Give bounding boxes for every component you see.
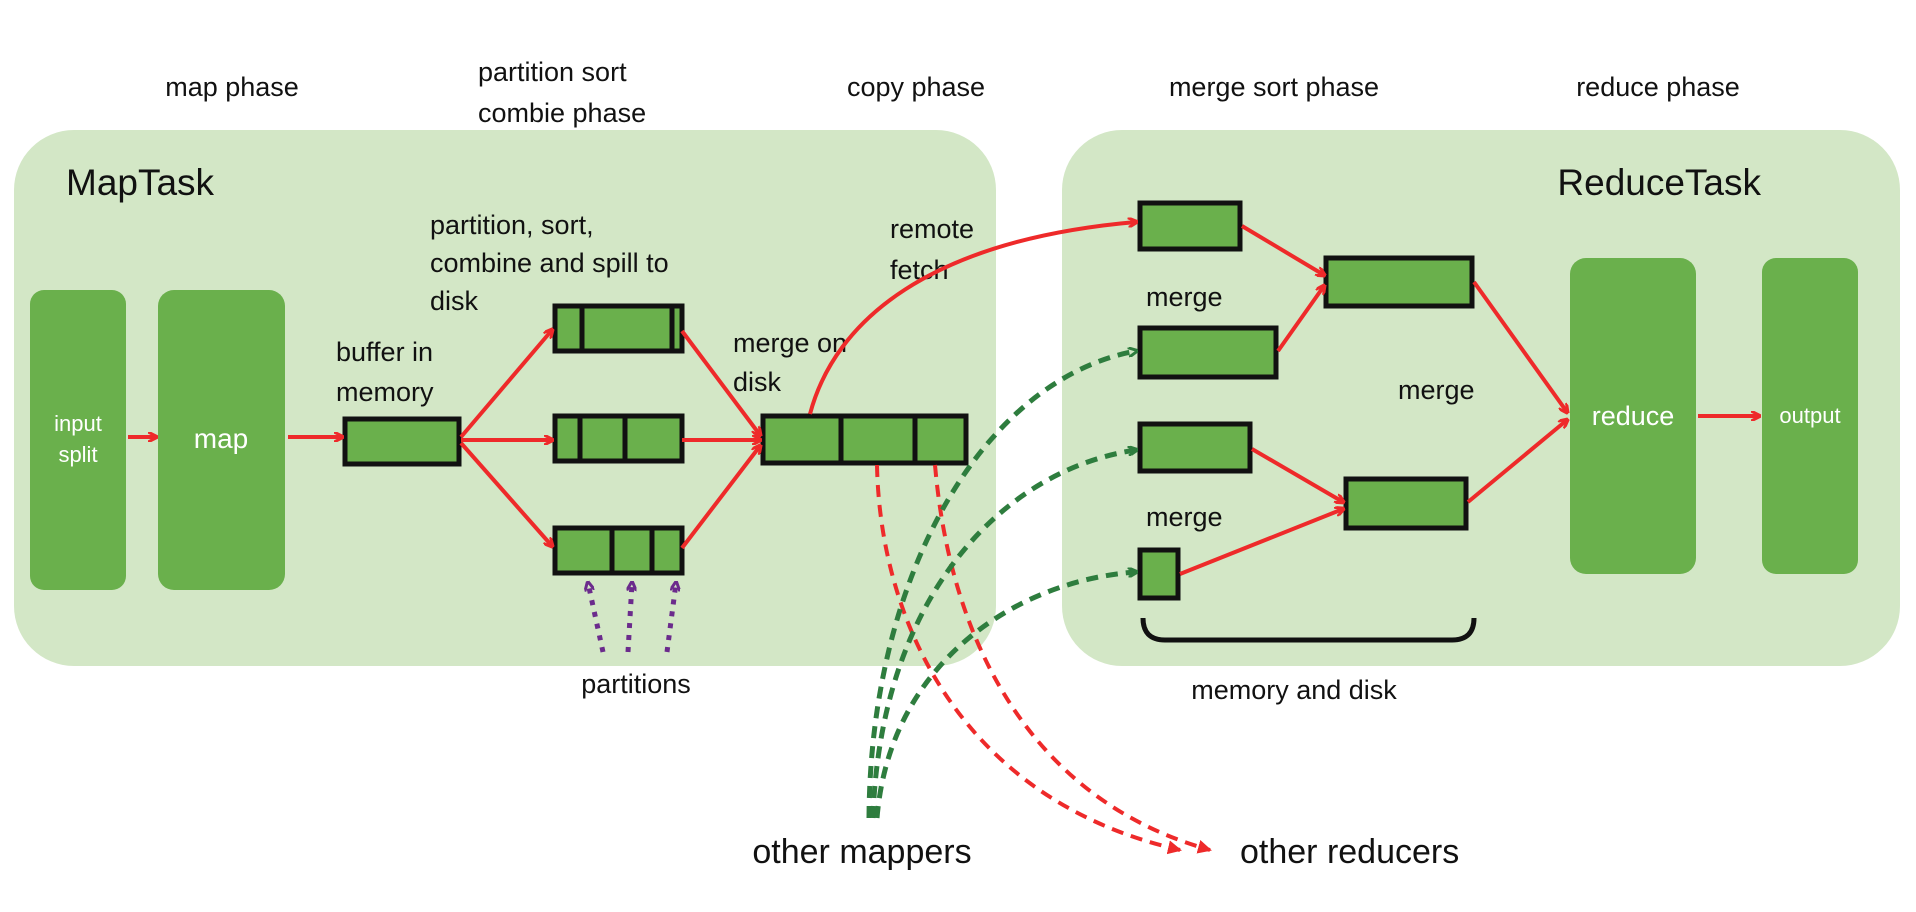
output-block [1762, 258, 1858, 574]
phase-copy: copy phase [847, 72, 985, 102]
data-flow-arrows [128, 222, 1759, 576]
other-mappers-label: other mappers [752, 833, 971, 871]
phase-partition-line2: combie phase [478, 98, 646, 128]
phase-map: map phase [165, 72, 299, 102]
memory-and-disk-label: memory and disk [1191, 675, 1397, 705]
spill-label-line3: disk [430, 286, 479, 316]
memory-and-disk-brace [1140, 617, 1477, 643]
merge-label-middle: merge [1398, 375, 1475, 405]
other-reducers-arrows [875, 464, 1212, 855]
merge-label-bottom: merge [1146, 502, 1223, 532]
buffer-label-line1: buffer in [336, 337, 433, 367]
partitions-label: partitions [581, 669, 691, 699]
spill-file-2 [552, 413, 685, 464]
spill-label-line2: combine and spill to [430, 248, 669, 278]
phase-partition-line1: partition sort [478, 57, 627, 87]
segment-4 [1137, 547, 1181, 601]
input-split-label-line2: split [58, 442, 97, 467]
phase-merge-sort: merge sort phase [1169, 72, 1379, 102]
input-split-label-line1: input [54, 411, 102, 436]
reducetask-title: ReduceTask [1557, 162, 1761, 203]
map-label: map [194, 423, 248, 454]
other-mappers-arrows [866, 351, 1136, 819]
segment-1 [1137, 200, 1243, 252]
phase-reduce: reduce phase [1576, 72, 1740, 102]
merged-segment-bottom [1343, 476, 1469, 531]
other-reducers-label: other reducers [1240, 833, 1459, 871]
reduce-block [1570, 258, 1696, 574]
segment-3 [1137, 421, 1253, 474]
remote-fetch-line1: remote [890, 214, 974, 244]
merge-on-disk-line2: disk [733, 367, 782, 397]
memory-buffer-block [342, 416, 462, 467]
merged-file [760, 413, 969, 466]
merged-segment-top [1323, 255, 1475, 309]
spill-file-1 [552, 303, 685, 354]
merge-label-top: merge [1146, 282, 1223, 312]
map-block [158, 290, 285, 590]
reduce-label: reduce [1592, 401, 1675, 431]
buffer-label-line2: memory [336, 377, 434, 407]
input-split-block [30, 290, 126, 590]
output-label: output [1779, 403, 1840, 428]
spill-file-3 [552, 525, 685, 576]
spill-label-line1: partition, sort, [430, 210, 594, 240]
segment-2 [1137, 325, 1279, 380]
maptask-title: MapTask [66, 162, 215, 203]
merge-on-disk-line1: merge on [733, 328, 847, 358]
